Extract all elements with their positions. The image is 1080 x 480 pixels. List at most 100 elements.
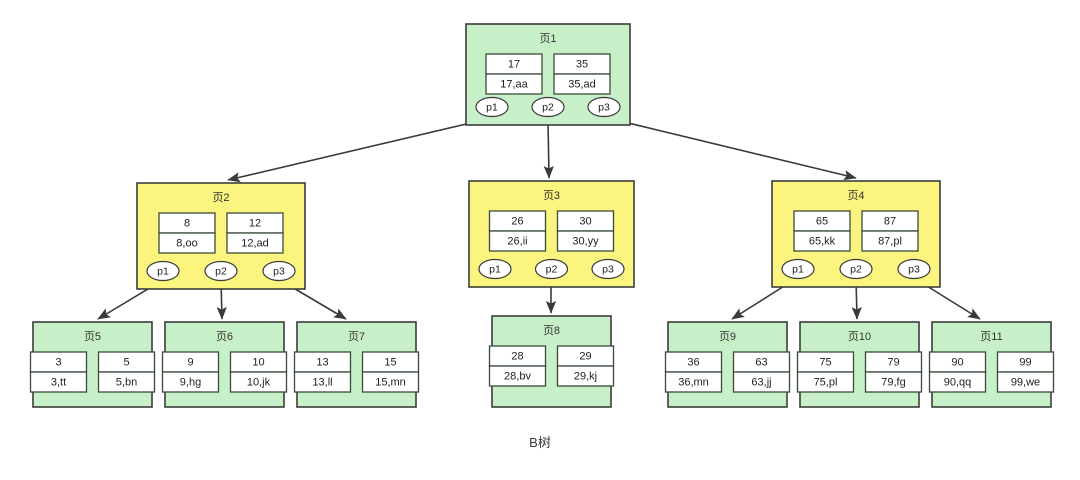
cell-value-box-page6-1 [229, 371, 288, 393]
cell-key-page8-1: 29 [579, 350, 591, 362]
cell-key-page5-0: 3 [55, 356, 61, 368]
cell-value-box-page11-1 [996, 371, 1055, 393]
cell-key-page6-1: 10 [252, 356, 264, 368]
node-page7[interactable]: 页7 13 13,ll 15 15,mn [293, 321, 420, 408]
cell-key-page1-1: 35 [576, 58, 588, 70]
node-title-page6: 页6 [216, 331, 233, 343]
pointer-shape-page3-p1 [478, 258, 512, 280]
cell-key-page7-0: 13 [316, 356, 328, 368]
cell-value-page7-1: 15,mn [375, 376, 406, 388]
cell-value-box-page2-0 [158, 232, 216, 254]
cell-page8-1: 29 29,kj [556, 345, 615, 387]
cell-value-page6-0: 9,hg [180, 376, 201, 388]
cell-value-page7-0: 13,ll [312, 376, 332, 388]
cell-key-page10-1: 79 [887, 356, 899, 368]
cell-value-box-page9-1 [732, 371, 791, 393]
cell-value-box-page4-0 [793, 230, 851, 252]
node-title-page9: 页9 [719, 331, 736, 343]
pointer-page1-p3[interactable]: p3 [587, 96, 621, 118]
pointer-label-page3-p3: p3 [602, 263, 614, 275]
node-title-page8: 页8 [543, 325, 560, 337]
cell-page6-0: 99,hg [161, 351, 220, 393]
cell-value-box-page2-1 [226, 232, 284, 254]
pointer-label-page4-p1: p1 [792, 263, 804, 275]
pointer-page1-p1[interactable]: p1 [475, 96, 509, 118]
pointer-label-page3-p2: p2 [546, 263, 558, 275]
pointer-page4-p2[interactable]: p2 [839, 258, 873, 280]
cell-page7-0: 13 13,ll [293, 351, 352, 393]
cell-page9-0: 36 36,mn [664, 351, 723, 393]
pointer-shape-page4-p2 [839, 258, 873, 280]
pointer-page2-p3[interactable]: p3 [262, 260, 296, 282]
pointer-label-page2-p2: p2 [215, 265, 227, 277]
cell-value-page1-1: 35,ad [568, 78, 596, 90]
cell-value-box-page5-0 [29, 371, 88, 393]
node-title-page4: 页4 [847, 190, 864, 202]
edge-page1-p2-to-page3 [543, 120, 554, 179]
pointer-label-page2-p3: p3 [273, 265, 285, 277]
node-title-page7: 页7 [348, 331, 365, 343]
cell-page2-1: 12 12,ad [226, 212, 284, 254]
pointer-shape-page3-p2 [534, 258, 569, 280]
pointer-page1-p2[interactable]: p2 [531, 96, 565, 118]
pointer-shape-page2-p1 [146, 260, 180, 282]
pointer-shape-page4-p1 [781, 258, 815, 280]
cell-value-page2-0: 8,oo [176, 237, 197, 249]
edge-page1-p3-to-page4 [619, 120, 857, 181]
edge-page1-p1-to-page2 [227, 120, 480, 183]
pointer-label-page4-p3: p3 [908, 263, 920, 275]
pointer-page3-p1[interactable]: p1 [478, 258, 512, 280]
pointer-page4-p3[interactable]: p3 [897, 258, 931, 280]
cell-value-box-page10-0 [796, 371, 855, 393]
cell-value-box-page10-1 [864, 371, 923, 393]
pointer-page4-p1[interactable]: p1 [781, 258, 815, 280]
cell-page5-0: 33,tt [29, 351, 88, 393]
pointer-page2-p1[interactable]: p1 [146, 260, 180, 282]
pointer-shape-page2-p2 [204, 260, 238, 282]
cell-value-box-page5-1 [97, 371, 156, 393]
cell-value-page4-0: 65,kk [809, 235, 836, 247]
cell-key-page9-0: 36 [687, 356, 699, 368]
cell-key-page2-1: 12 [249, 217, 261, 229]
pointer-shape-page3-p3 [591, 258, 625, 280]
cell-key-page3-0: 26 [511, 215, 523, 227]
pointer-label-page3-p1: p1 [489, 263, 501, 275]
cell-key-page7-1: 15 [384, 356, 396, 368]
cell-value-page8-1: 29,kj [574, 370, 597, 382]
pointer-page2-p2[interactable]: p2 [204, 260, 238, 282]
cell-key-page11-0: 90 [951, 356, 963, 368]
cell-value-box-page3-1 [556, 230, 615, 252]
pointer-page3-p3[interactable]: p3 [591, 258, 625, 280]
cell-value-box-page9-0 [664, 371, 723, 393]
cell-value-box-page6-0 [161, 371, 220, 393]
cell-value-page5-1: 5,bn [116, 376, 137, 388]
cell-value-page9-0: 36,mn [678, 376, 709, 388]
pointer-label-page4-p2: p2 [850, 263, 862, 275]
node-title-page10: 页10 [848, 331, 871, 343]
cell-value-box-page7-1 [361, 371, 420, 393]
pointer-page3-p2[interactable]: p2 [534, 258, 569, 280]
node-title-page5: 页5 [84, 331, 101, 343]
cell-page5-1: 55,bn [97, 351, 156, 393]
diagram-caption: B树 [529, 435, 551, 450]
cell-value-page8-0: 28,bv [504, 370, 531, 382]
cell-value-page9-1: 63,jj [751, 376, 771, 388]
cell-value-page2-1: 12,ad [241, 237, 269, 249]
